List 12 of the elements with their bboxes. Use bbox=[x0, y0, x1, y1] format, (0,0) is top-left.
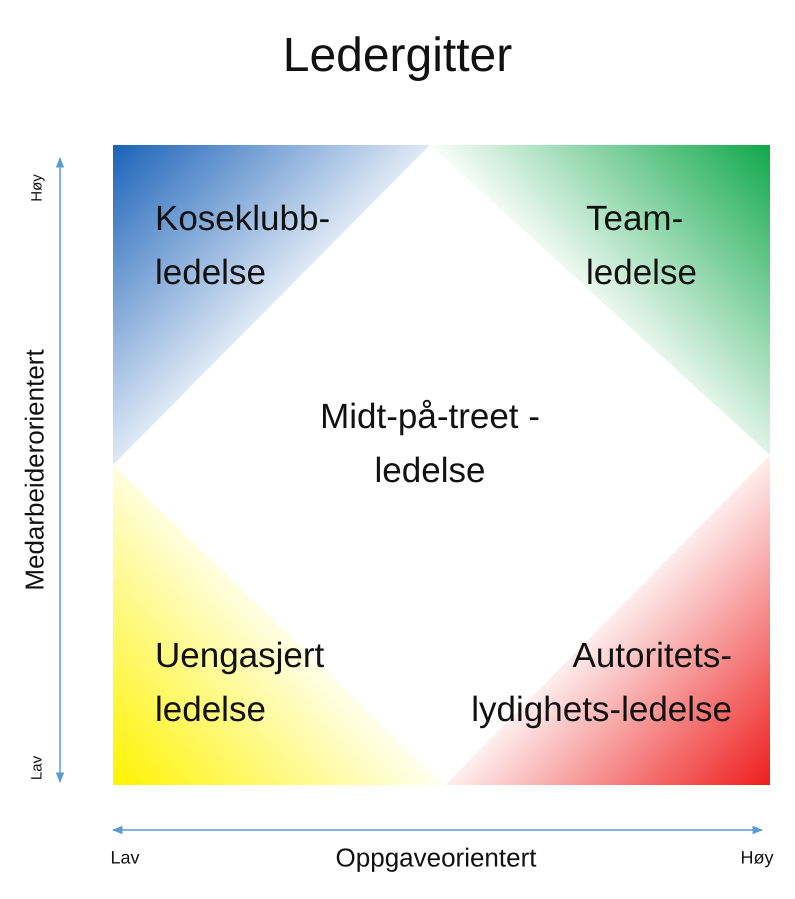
style-label: Midt-på-treet - ledelse bbox=[270, 390, 590, 498]
axis-end-label: Høy bbox=[28, 174, 46, 202]
axis-end-label: Lav bbox=[28, 756, 46, 780]
style-label: Uengasjert ledelse bbox=[155, 629, 395, 738]
axis-end-label: Lav bbox=[110, 848, 140, 868]
axis-title: Oppgaveorientert bbox=[336, 842, 536, 874]
style-label: Autoritets- lydighets-ledelse bbox=[442, 629, 732, 738]
style-label: Team- ledelse bbox=[586, 192, 756, 300]
axis-end-label: Høy bbox=[740, 848, 774, 868]
title: Ledergitter bbox=[282, 28, 514, 83]
axis-title: Medarbeiderorientert bbox=[20, 349, 50, 591]
style-label: Koseklubb- ledelse bbox=[155, 192, 395, 300]
